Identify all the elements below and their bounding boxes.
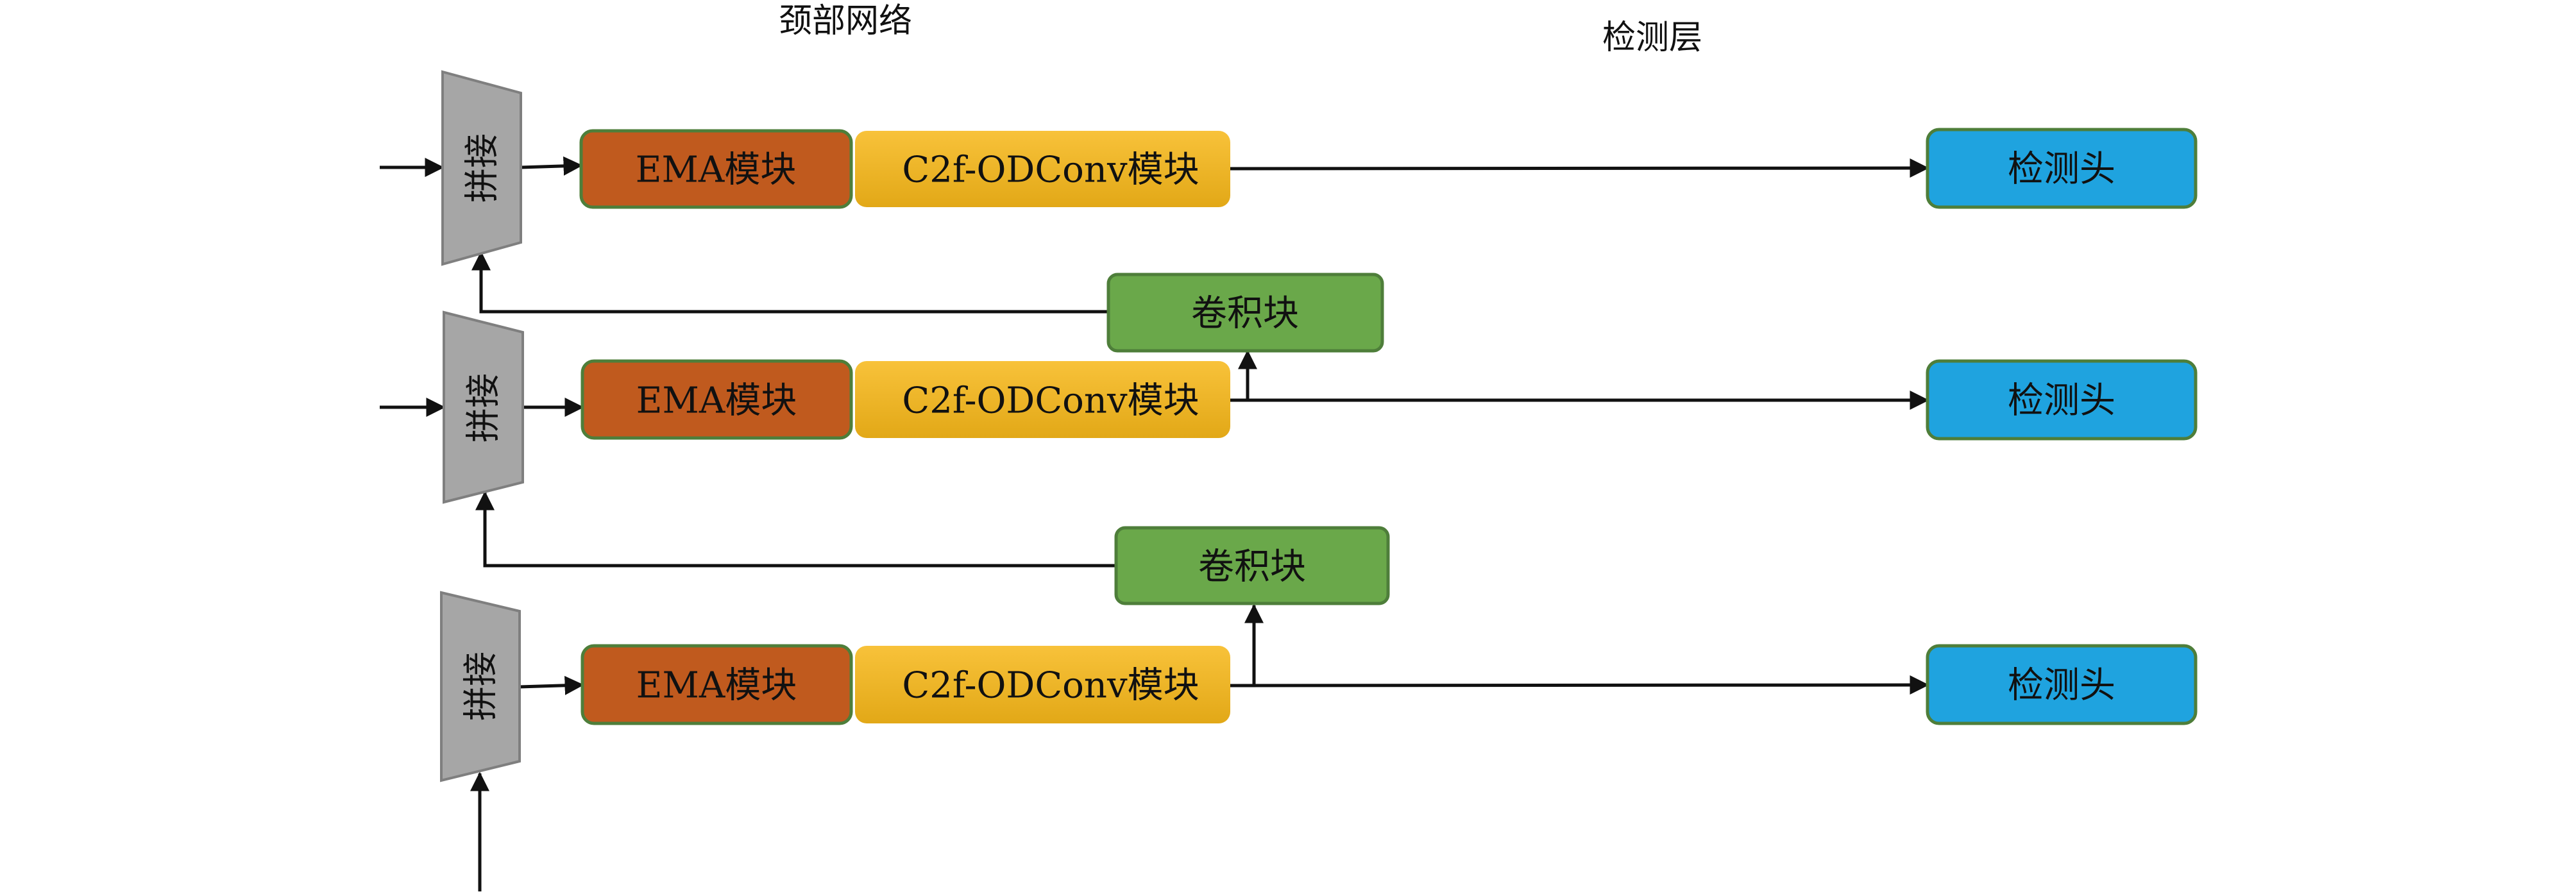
detect-head-label: 检测头 <box>2008 149 2115 190</box>
concat-block <box>441 70 522 266</box>
detect-head-label: 检测头 <box>2008 665 2115 707</box>
conv-block-2: 卷积块 <box>1114 526 1390 605</box>
edge-conv2-concat-row2 <box>475 491 1116 568</box>
neck-title: 颈部网络 <box>779 2 912 40</box>
concat-label: 拼接 <box>461 652 501 721</box>
detect-head-label: 检测头 <box>2008 380 2115 422</box>
conv-block <box>1114 526 1390 605</box>
c2f-odconv-block <box>855 361 1230 438</box>
c2f-odconv-block <box>855 131 1230 207</box>
edge-concat-ema-row3 <box>519 675 584 695</box>
c2f-odconv-label: C2f-ODConv模块 <box>902 149 1199 191</box>
row-3: 拼接 EMA模块 C2f-ODConv模块 检测头 <box>440 591 2198 782</box>
concat-block <box>443 310 524 504</box>
edge-c2f-conv1 <box>1230 350 1257 402</box>
ema-block <box>580 359 853 440</box>
edge-c2f-conv2 <box>1230 603 1264 687</box>
ema-label: EMA模块 <box>636 149 797 191</box>
detect-title: 检测层 <box>1602 19 1702 57</box>
detect-head <box>1926 128 2198 209</box>
conv-block-label: 卷积块 <box>1198 546 1306 588</box>
c2f-odconv-label: C2f-ODConv模块 <box>902 665 1199 707</box>
edge-c2f-head-row1 <box>1230 158 1929 178</box>
concat-block <box>440 591 521 782</box>
c2f-odconv-block <box>855 646 1230 723</box>
ema-label: EMA模块 <box>636 380 797 422</box>
detect-head <box>1926 644 2198 725</box>
conv-block-1: 卷积块 <box>1106 273 1384 353</box>
ema-block <box>579 129 853 209</box>
ema-block <box>580 644 853 725</box>
edges <box>380 156 1929 891</box>
detect-head <box>1926 359 2198 441</box>
edge-c2f-head-row3 <box>1230 675 1929 695</box>
conv-block-label: 卷积块 <box>1191 293 1299 335</box>
c2f-odconv-label: C2f-ODConv模块 <box>902 380 1199 422</box>
concat-label: 拼接 <box>462 133 502 203</box>
row-2: 拼接 EMA模块 C2f-ODConv模块 检测头 <box>443 310 2198 504</box>
concat-label: 拼接 <box>463 373 504 443</box>
row-1: 拼接 EMA模块 C2f-ODConv模块 检测头 <box>441 70 2198 266</box>
edge-conv1-concat-row1 <box>471 251 1108 314</box>
edge-concat-ema-row1 <box>520 156 583 176</box>
ema-label: EMA模块 <box>636 665 797 707</box>
conv-block <box>1106 273 1384 353</box>
